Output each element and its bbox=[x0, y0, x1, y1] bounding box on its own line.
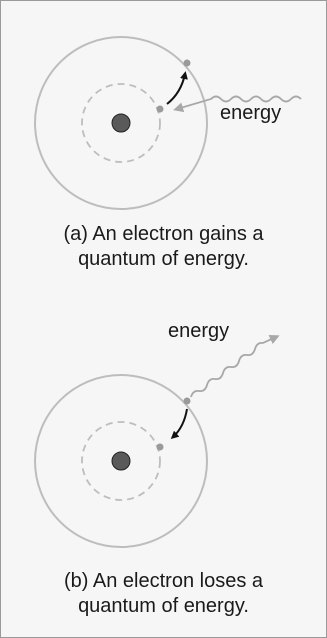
caption-b-line2: quantum of energy. bbox=[78, 595, 249, 617]
electron-icon bbox=[183, 397, 191, 405]
atom-diagram-b: energy bbox=[34, 320, 280, 548]
caption-b: (b) An electron loses a quantum of energ… bbox=[1, 569, 326, 619]
transition-arrow-icon bbox=[170, 408, 188, 440]
photon-wave-icon bbox=[173, 95, 302, 113]
transition-arrow-icon bbox=[166, 71, 188, 105]
nucleus-icon bbox=[111, 113, 131, 133]
electron-icon bbox=[156, 443, 164, 451]
nucleus-icon bbox=[111, 451, 131, 471]
atom-diagram-a: energy bbox=[34, 36, 302, 210]
outer-orbit bbox=[34, 374, 208, 548]
electron-icon bbox=[156, 105, 164, 113]
caption-a-line1: (a) An electron gains a bbox=[63, 223, 264, 245]
inner-orbit bbox=[81, 421, 161, 501]
outer-orbit bbox=[34, 36, 208, 210]
energy-label-a: energy bbox=[220, 102, 281, 124]
inner-orbit bbox=[81, 83, 161, 163]
energy-label-b: energy bbox=[168, 320, 229, 342]
caption-a: (a) An electron gains a quantum of energ… bbox=[1, 222, 326, 272]
caption-b-line1: (b) An electron loses a bbox=[64, 570, 263, 592]
photon-wave-icon bbox=[190, 334, 280, 398]
electron-icon bbox=[183, 59, 191, 67]
caption-a-line2: quantum of energy. bbox=[78, 248, 249, 270]
